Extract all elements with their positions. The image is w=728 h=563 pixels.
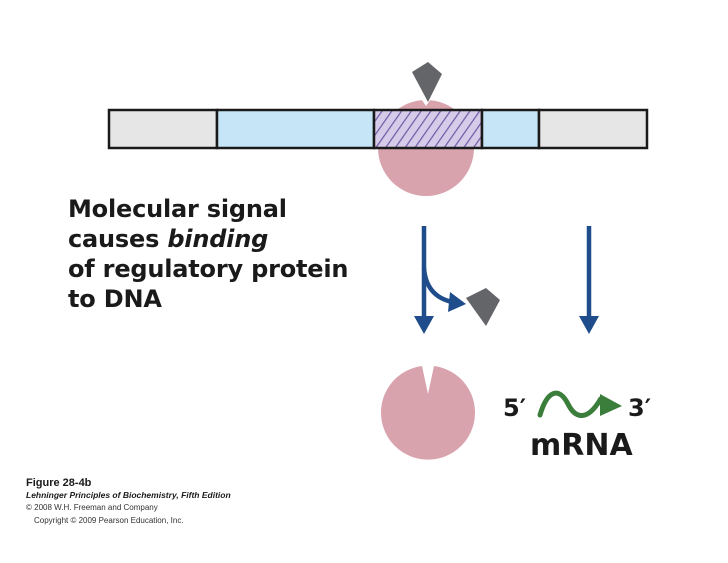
signal-molecule-free bbox=[466, 288, 500, 326]
dna-segment-left bbox=[107, 108, 219, 150]
protein-free-body bbox=[380, 366, 475, 460]
pearson-copyright: Copyright © 2009 Pearson Education, Inc. bbox=[34, 516, 184, 525]
publisher-copyright: © 2008 W.H. Freeman and Company bbox=[26, 503, 158, 512]
diagram-caption: Molecular signal causes binding of regul… bbox=[68, 194, 348, 314]
arrow-down-right-head bbox=[579, 316, 599, 334]
dna-strand bbox=[107, 108, 649, 150]
three-prime-label: 3′ bbox=[628, 394, 652, 422]
book-title: Lehninger Principles of Biochemistry, Fi… bbox=[26, 490, 231, 500]
signal-molecule-shape-top bbox=[412, 62, 442, 102]
signal-molecule-bound bbox=[408, 62, 444, 106]
caption-emphasis: binding bbox=[167, 225, 269, 253]
caption-line-2-prefix: causes bbox=[68, 225, 168, 253]
mrna-wave-line bbox=[537, 390, 609, 418]
caption-line-4: to DNA bbox=[68, 285, 162, 313]
arrow-down-left-head bbox=[414, 316, 434, 334]
figure-number: Figure 28-4b bbox=[26, 477, 92, 489]
arrow-branch-head bbox=[448, 292, 466, 312]
caption-line-1: Molecular signal bbox=[68, 195, 287, 223]
dna-segment-mid bbox=[480, 108, 541, 150]
free-repressor-protein bbox=[380, 366, 475, 460]
mrna-wave-arrowhead bbox=[600, 394, 622, 416]
arrow-branch-to-signal bbox=[421, 267, 453, 305]
dna-segment-promoter bbox=[215, 108, 376, 150]
caption-line-3: of regulatory protein bbox=[68, 255, 349, 283]
mrna-wave bbox=[537, 390, 622, 418]
mrna-label: mRNA bbox=[530, 428, 633, 463]
five-prime-label: 5′ bbox=[503, 394, 527, 422]
caption-line-2: causes binding bbox=[68, 224, 348, 254]
pathway-arrows bbox=[414, 226, 599, 334]
dna-segment-right bbox=[537, 108, 649, 150]
dna-segment-operator bbox=[372, 108, 484, 150]
